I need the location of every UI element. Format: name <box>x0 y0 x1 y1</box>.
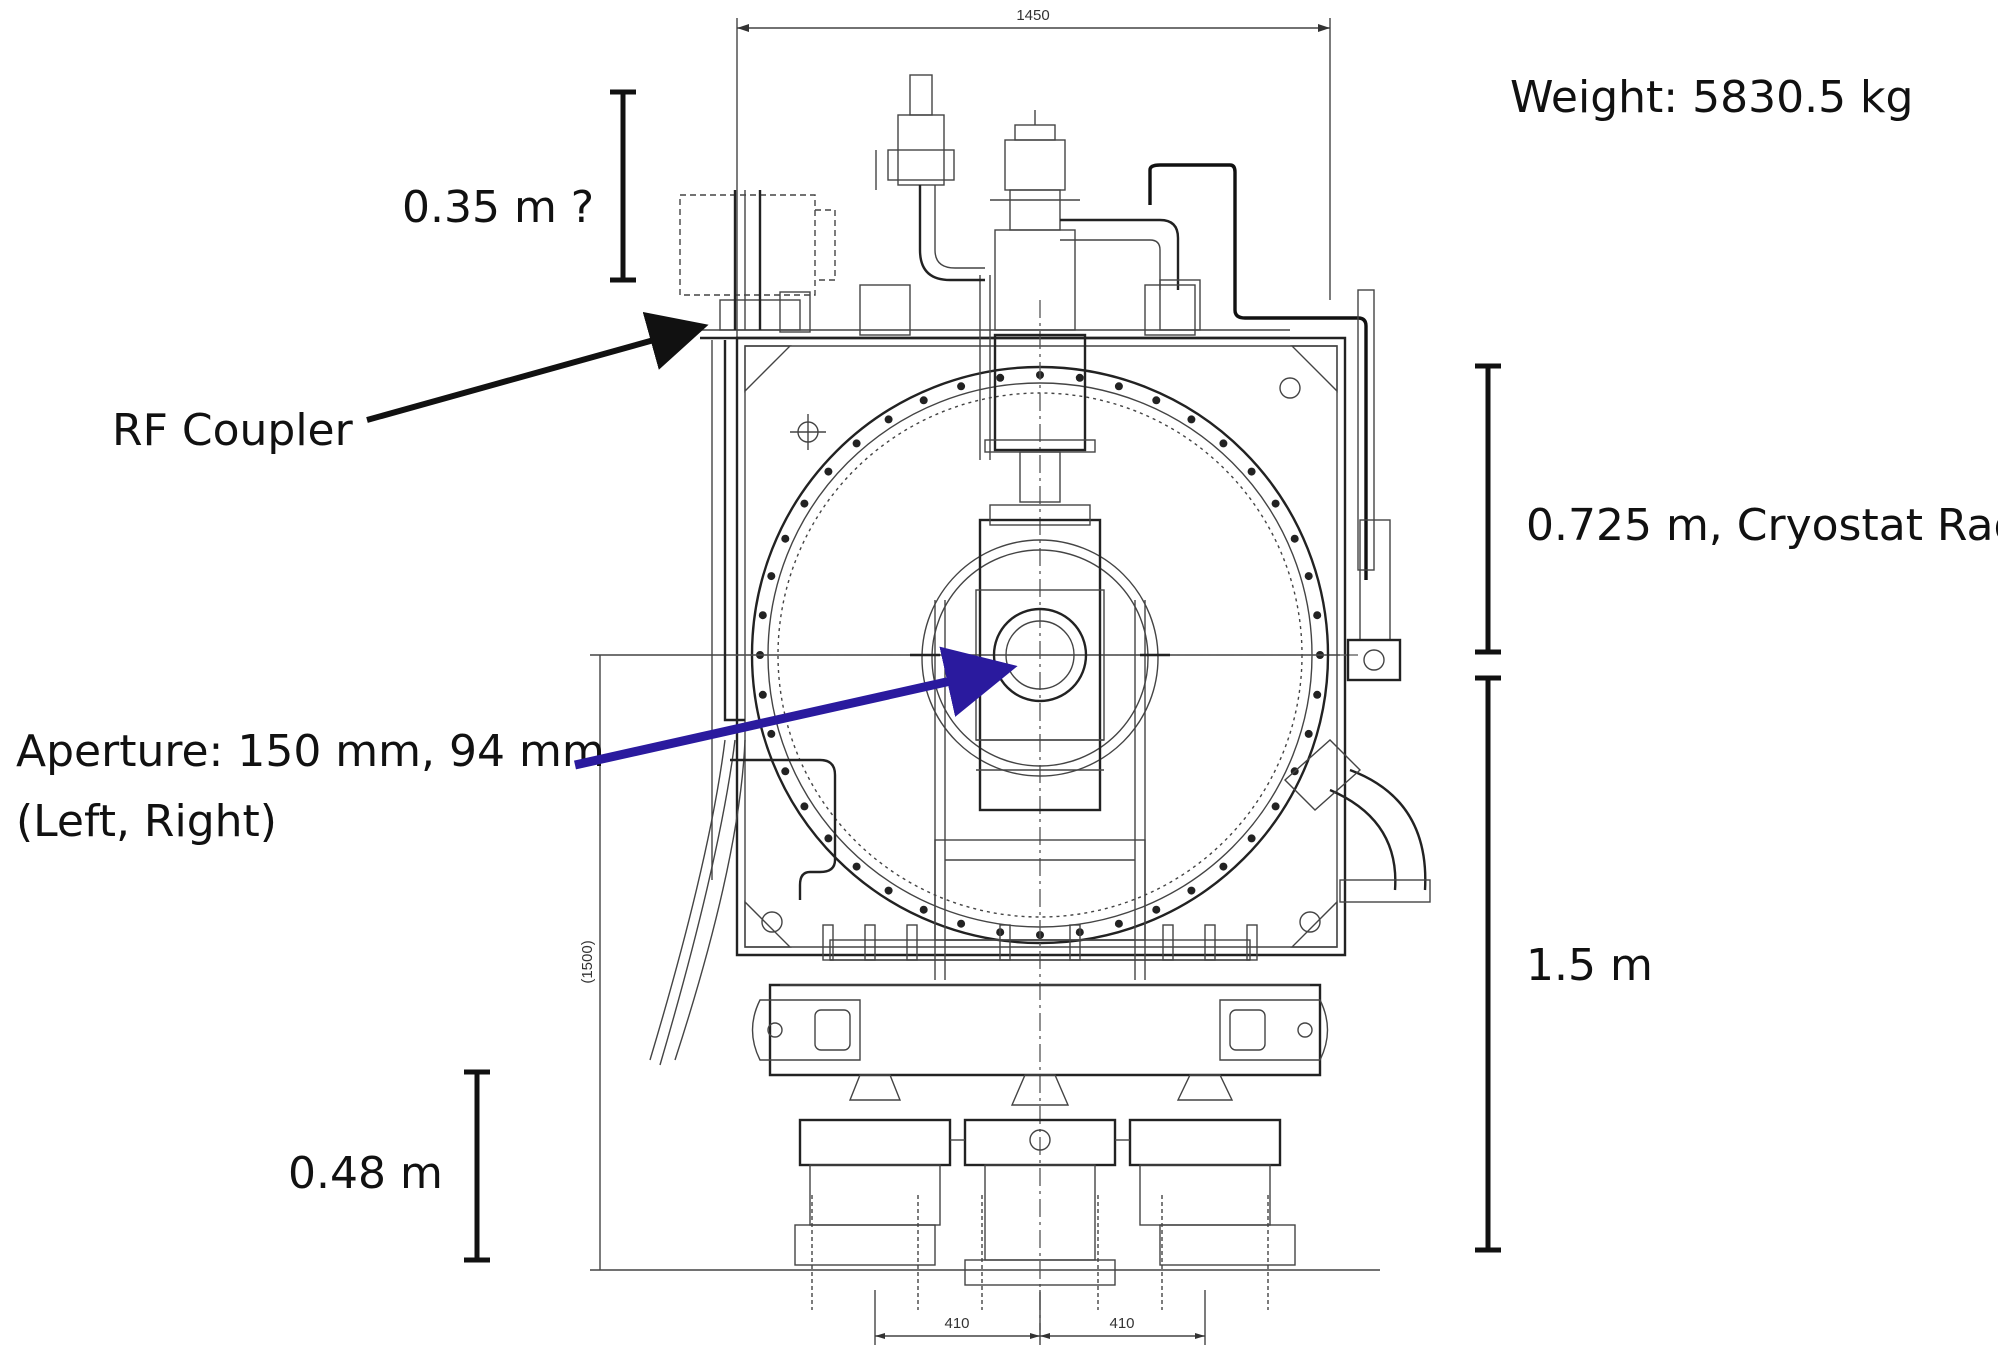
flange-bolt <box>957 919 966 928</box>
weight-label: Weight: 5830.5 kg <box>1510 72 1913 123</box>
aperture-label-line2: (Left, Right) <box>16 796 277 847</box>
flange-bolt <box>1271 802 1280 811</box>
overall-width-text: 1450 <box>1016 7 1049 24</box>
flange-bolt <box>1304 572 1313 581</box>
flange-bolt <box>767 729 776 738</box>
base-stud <box>1204 924 1216 961</box>
rf-coupler-drawing <box>649 190 837 1066</box>
flange-bolt <box>1219 862 1228 871</box>
top-height-bracket <box>610 89 636 283</box>
flange-bolt <box>1187 886 1196 895</box>
flange-bolt <box>1304 729 1313 738</box>
annotations: Weight: 5830.5 kg 0.35 m ? RF Coupler 0.… <box>16 72 1998 1263</box>
base-height-label: 0.48 m <box>288 1148 443 1199</box>
center-height-bracket <box>1475 675 1501 1253</box>
center-column <box>979 275 1096 503</box>
flange-bolt <box>1152 905 1161 914</box>
foot-spacing-left-text: 410 <box>944 1315 969 1332</box>
cryostat-radius-label: 0.725 m, Cryostat Rad <box>1526 500 1998 551</box>
flange-bolt <box>996 373 1005 382</box>
technical-drawing: 1450 (1500) <box>579 7 1431 1345</box>
flange-bolt <box>1114 382 1123 391</box>
top-plumbing <box>779 74 1375 580</box>
base-height-bracket <box>464 1069 490 1263</box>
flange-bolt <box>1219 439 1228 448</box>
base-stud <box>1162 924 1174 961</box>
top-height-label: 0.35 m ? <box>402 182 594 233</box>
flange-bolt <box>758 611 767 620</box>
flange-bolt <box>1313 690 1322 699</box>
flange-bolt <box>758 690 767 699</box>
flange-bolt <box>884 415 893 424</box>
base-stud <box>864 924 876 961</box>
flange-bolt <box>1114 919 1123 928</box>
flange-bolt <box>1290 534 1299 543</box>
flange-bolt <box>919 396 928 405</box>
flange-bolt <box>1152 396 1161 405</box>
flange-bolt <box>957 382 966 391</box>
flange-bolt <box>1313 611 1322 620</box>
flange-bolt <box>1271 499 1280 508</box>
foot-spacing-right-text: 410 <box>1109 1315 1134 1332</box>
flange-bolt <box>884 886 893 895</box>
base-stud <box>822 924 834 961</box>
flange-bolt <box>1247 834 1256 843</box>
flange-bolt <box>781 767 790 776</box>
flange-bolt <box>781 534 790 543</box>
flange-bolt <box>1187 415 1196 424</box>
center-height-label: 1.5 m <box>1526 940 1653 991</box>
foot-spacing-dimension: 410 410 <box>874 1290 1206 1345</box>
aperture-arrow <box>574 646 1018 770</box>
base-stud <box>1246 924 1258 961</box>
jack-feet <box>794 1074 1296 1310</box>
rf-coupler-arrow <box>366 311 709 423</box>
flange-bolt <box>1247 467 1256 476</box>
right-side-valve <box>1283 519 1431 903</box>
cryostat-flange <box>720 300 1360 1330</box>
flange-bolt <box>919 905 928 914</box>
flange-bolt <box>824 834 833 843</box>
flange-bolt <box>852 439 861 448</box>
flange-bolt <box>800 802 809 811</box>
flange-bolt <box>767 572 776 581</box>
flange-bolt <box>1075 373 1084 382</box>
cryostat-radius-bracket <box>1475 363 1501 655</box>
aperture-label-line1: Aperture: 150 mm, 94 mm <box>16 726 605 777</box>
base-stud <box>999 924 1011 961</box>
beam-height-text: (1500) <box>579 940 596 983</box>
flange-bolt <box>852 862 861 871</box>
vacuum-vessel-frame <box>700 329 1347 957</box>
flange-bolt <box>824 467 833 476</box>
support-base <box>751 924 1329 1077</box>
rf-coupler-label: RF Coupler <box>112 405 354 456</box>
base-stud <box>906 924 918 961</box>
base-stud <box>1069 924 1081 961</box>
flange-bolt <box>800 499 809 508</box>
